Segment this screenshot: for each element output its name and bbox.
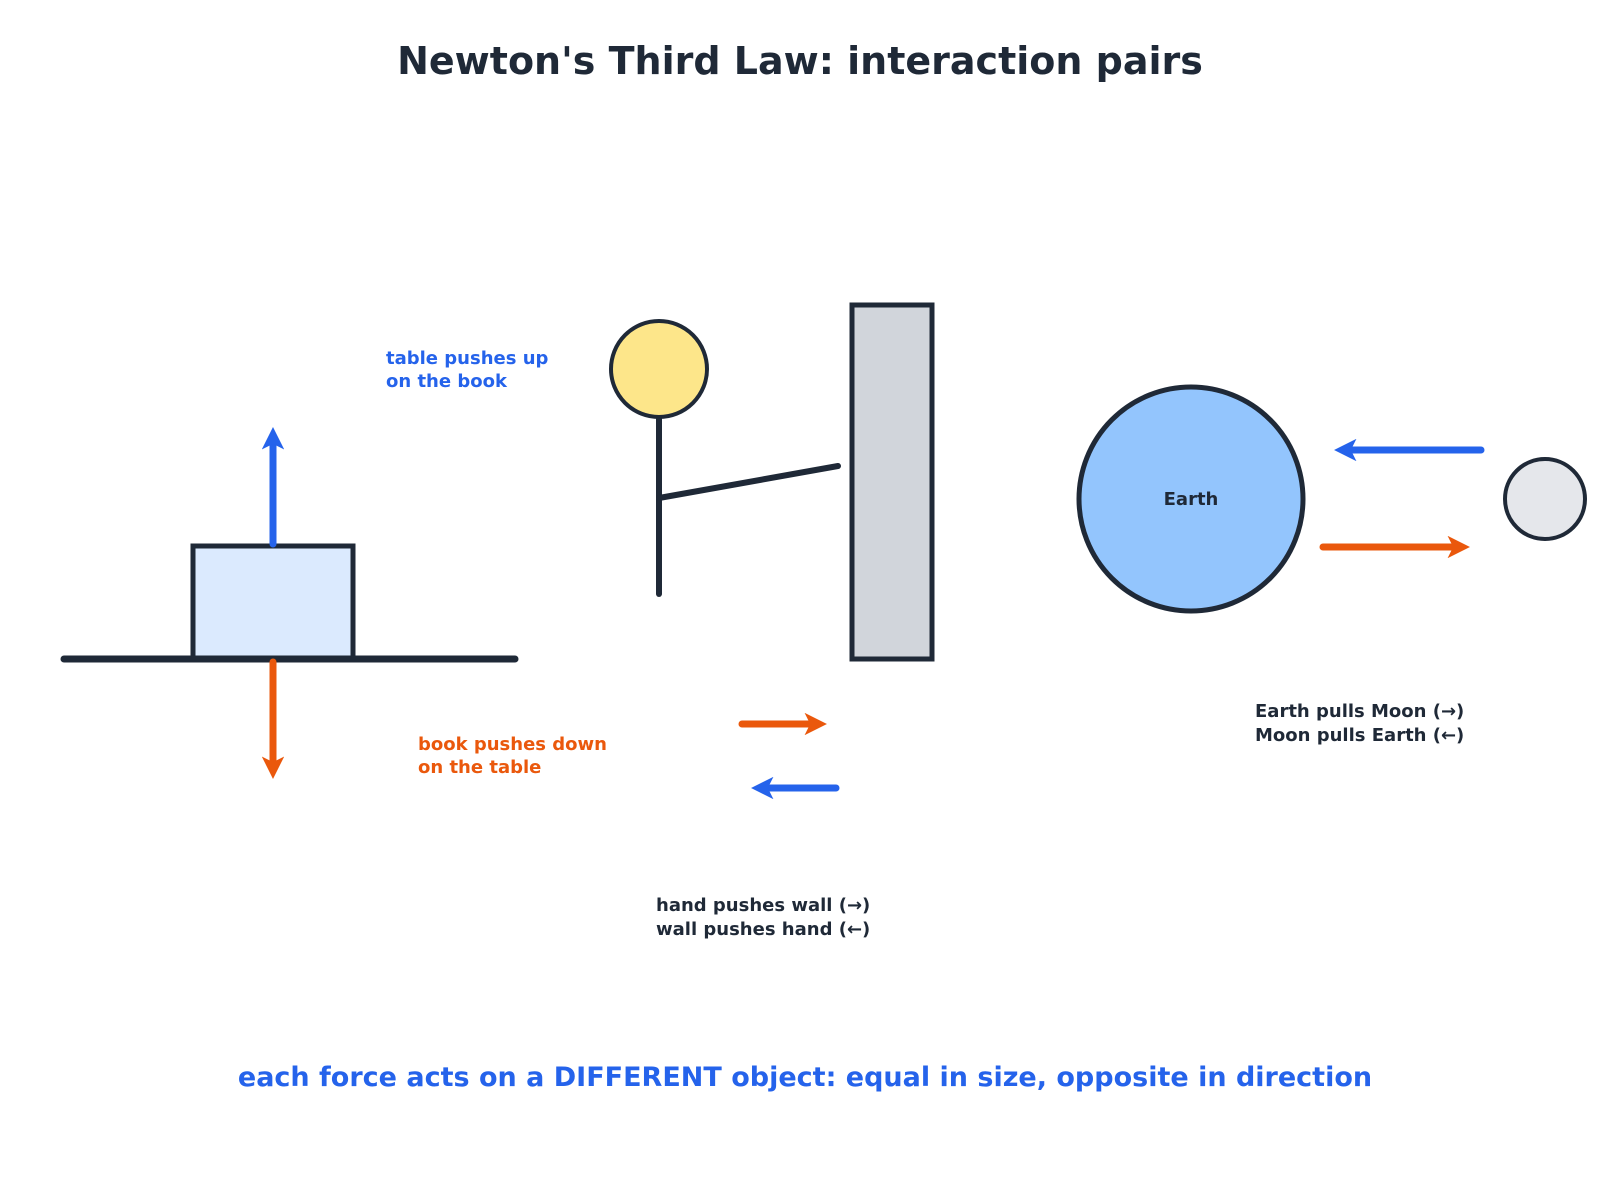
- hand-wall-panel: hand pushes wall (→) wall pushes hand (←…: [609, 302, 935, 940]
- wall-caption-line1: hand pushes wall (→): [656, 895, 870, 916]
- footer-statement: each force acts on a DIFFERENT object: e…: [238, 1062, 1372, 1093]
- person-arm: [656, 463, 841, 501]
- wall-caption-line2: wall pushes hand (←): [656, 919, 870, 940]
- earth-caption-line1: Earth pulls Moon (→): [1255, 701, 1464, 722]
- table-pushes-up-label-line2: on the book: [386, 371, 508, 392]
- earth-moon-panel: Earth Earth pulls Moon (→) Moon pulls Ea…: [1076, 384, 1587, 746]
- earth-caption-line2: Moon pulls Earth (←): [1255, 725, 1464, 746]
- earth-circle: [1076, 384, 1306, 614]
- diagram-title: Newton's Third Law: interaction pairs: [397, 39, 1203, 83]
- wall: [849, 302, 935, 662]
- book-pushes-down-label-line1: book pushes down: [418, 734, 607, 755]
- person-head: [609, 319, 709, 419]
- table-pushes-up-label-line1: table pushes up: [386, 348, 549, 369]
- moon-circle: [1503, 457, 1587, 541]
- book-pushes-down-label-line2: on the table: [418, 757, 541, 778]
- book-table-panel: table pushes up on the book book pushes …: [60, 348, 607, 779]
- book-block: [190, 543, 356, 661]
- earth-label: Earth: [1164, 489, 1219, 510]
